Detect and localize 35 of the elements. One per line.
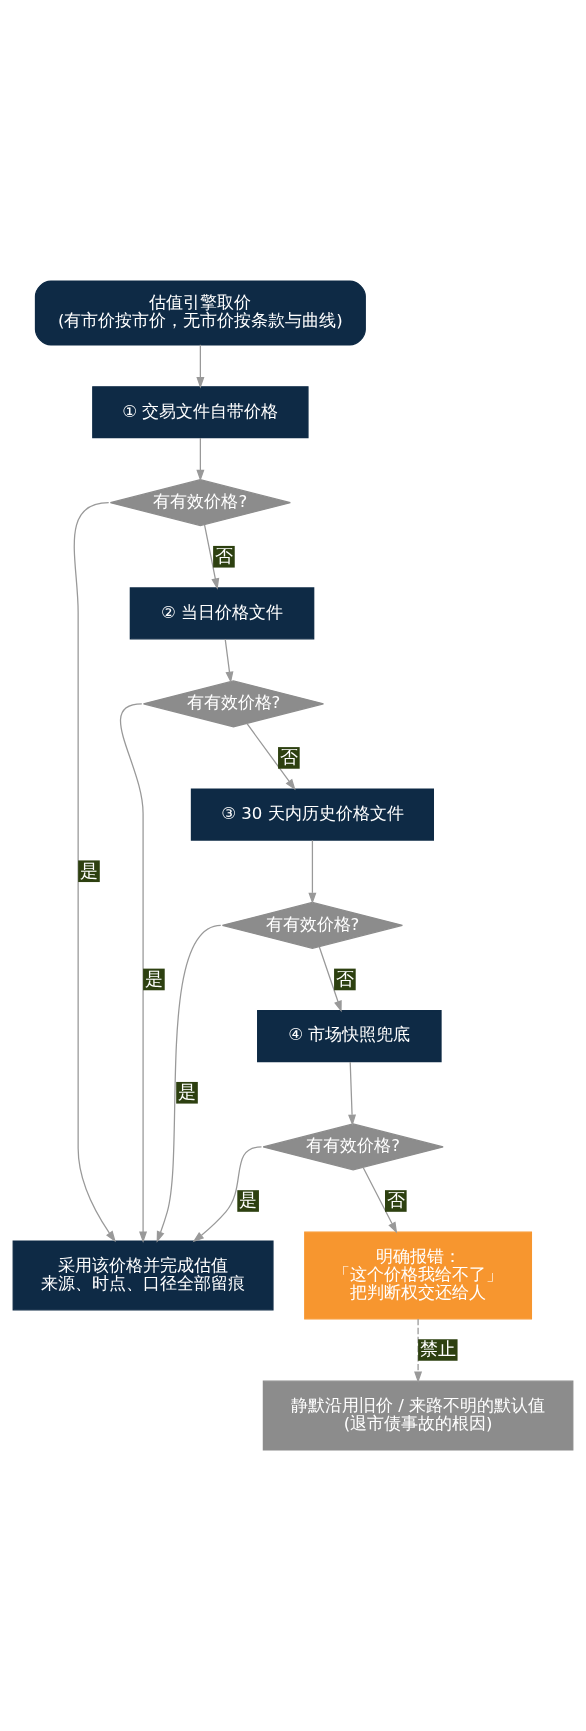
node-box: 估值引擎取价 (有市价按市价，无市价按条款与曲线) [34, 280, 366, 346]
node-box: 静默沿用旧价 / 来路不明的默认值 (退市债事故的根因) [262, 1380, 574, 1451]
edge-label: 是 [178, 1081, 197, 1103]
arrow [348, 1061, 357, 1126]
arrow [224, 638, 234, 684]
arrow [308, 839, 317, 905]
arrow [318, 946, 342, 1013]
node-box: ① 交易文件自带价格 [92, 386, 309, 439]
arrow [362, 1166, 398, 1234]
node-box: 明确报错： 「这个价格我给不了」 把判断权交还给人 [304, 1231, 533, 1320]
edge-label: 否 [335, 967, 354, 989]
node-box: ③ 30 天内历史价格文件 [190, 788, 434, 841]
node-diamond: 有有效价格? [262, 1123, 444, 1171]
edge-label: 禁止 [420, 1338, 456, 1360]
arrow [119, 703, 148, 1243]
arrow [203, 524, 220, 590]
arrow [192, 1146, 263, 1243]
node-diamond: 有有效价格? [142, 680, 325, 728]
edge-label: 是 [239, 1189, 258, 1211]
arrow [156, 924, 222, 1243]
arrow [246, 722, 296, 791]
node-diamond: 有有效价格? [221, 901, 403, 949]
node-box: 采用该价格并完成估值 来源、时点、口径全部留痕 [12, 1240, 274, 1311]
arrow [73, 502, 116, 1243]
edge-label: 是 [80, 859, 99, 881]
edge-label: 否 [279, 746, 298, 768]
arrow [196, 437, 205, 482]
edge-label: 是 [144, 967, 163, 989]
arrow [414, 1318, 423, 1383]
node-box: ② 当日价格文件 [129, 587, 315, 640]
node-diamond: 有有效价格? [109, 479, 291, 527]
node-box: ④ 市场快照兜底 [257, 1010, 442, 1063]
arrow [196, 344, 205, 389]
edge-label: 否 [215, 545, 234, 567]
edge-label: 否 [386, 1189, 405, 1211]
